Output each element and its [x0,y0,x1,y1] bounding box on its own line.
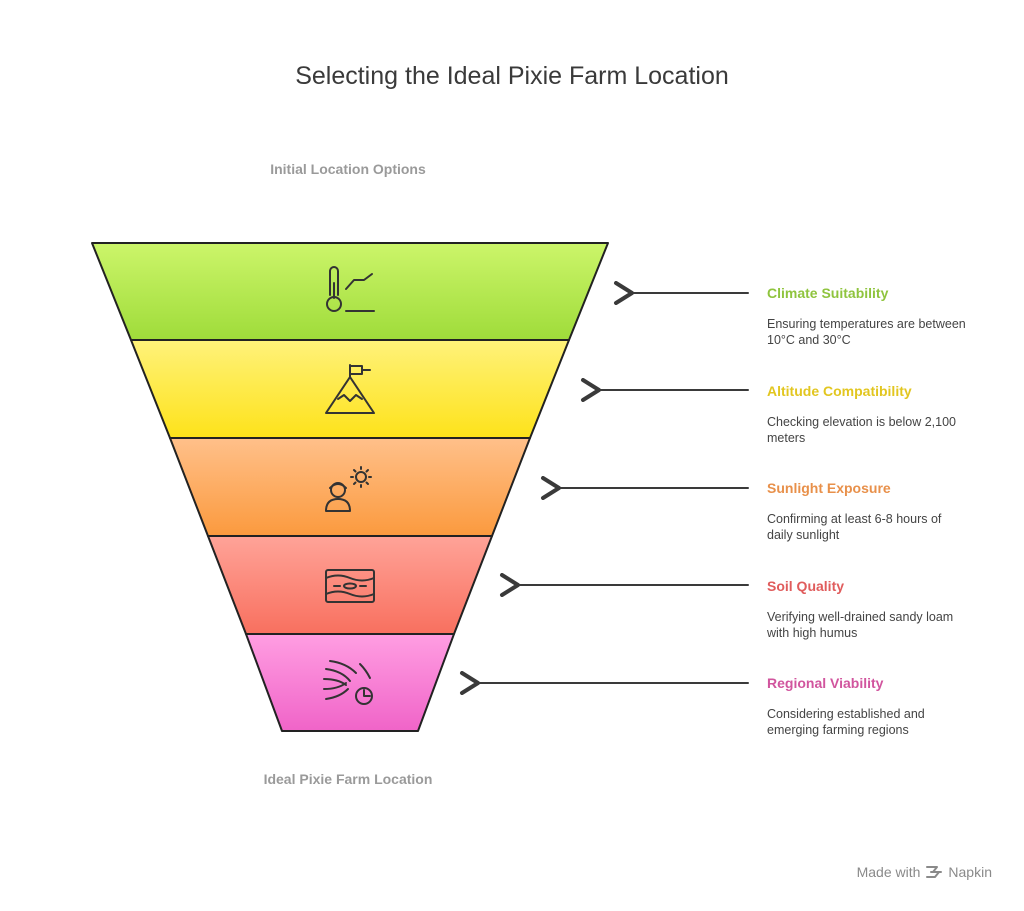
funnel-band-altitude [130,339,570,439]
stage-sunlight: Sunlight Exposure Confirming at least 6-… [767,479,967,543]
stage-title: Altitude Compatibility [767,383,912,399]
person-sun-icon [325,466,372,512]
stage-description: Ensuring temperatures are between 10°C a… [767,317,966,347]
stage-description: Checking elevation is below 2,100 meters [767,415,957,445]
wind-chart-icon [323,660,373,705]
mountain-flag-icon [325,364,375,414]
stage-title: Soil Quality [767,578,845,594]
funnel-band-sunlight [169,437,531,537]
stage-altitude: Altitude Compatibility Checking elevatio… [767,382,967,446]
made-with-text: Made with [856,864,921,880]
stage-climate: Climate Suitability Ensuring temperature… [767,284,967,348]
stage-regional: Regional Viability Considering establish… [767,674,967,738]
stage-soil: Soil Quality Verifying well-drained sand… [767,577,967,641]
napkin-logo-icon [926,866,943,878]
stage-title: Sunlight Exposure [767,480,891,496]
page-title: Selecting the Ideal Pixie Farm Location [295,62,729,90]
stage-title: Regional Viability [767,675,884,691]
funnel-band-climate [91,242,609,341]
stage-description: Verifying well-drained sandy loam with h… [767,610,954,640]
footer-credit: Made with Napkin [857,864,992,880]
stage-title: Climate Suitability [767,285,889,301]
funnel-top-label: Initial Location Options [270,161,426,177]
thermometer-icon [326,266,375,312]
funnel-bottom-label: Ideal Pixie Farm Location [263,771,433,787]
funnel-band-regional [245,633,455,732]
napkin-brand-text: Napkin [948,864,992,880]
soil-layers-icon [325,569,375,603]
stage-description: Confirming at least 6-8 hours of daily s… [767,512,942,542]
funnel-band-soil [207,535,493,635]
stage-description: Considering established and emerging far… [767,707,925,737]
